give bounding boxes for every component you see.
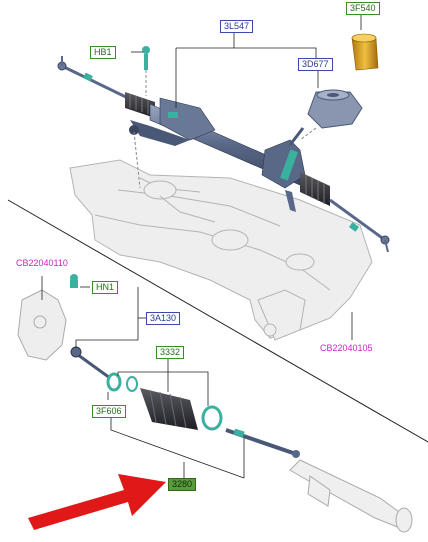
dash-axis-line bbox=[299, 127, 317, 141]
steering-gear-rack bbox=[57, 56, 390, 253]
knuckle-ghost bbox=[17, 289, 67, 361]
leader-lines-top bbox=[131, 14, 362, 108]
label-3332: 3332 bbox=[156, 346, 185, 359]
label-hn1: HN1 bbox=[92, 281, 119, 294]
label-3f540: 3F540 bbox=[346, 2, 380, 15]
red-pointer-arrow bbox=[28, 474, 166, 530]
column-boot-part bbox=[307, 89, 363, 129]
label-cb22040105: CB22040105 bbox=[320, 343, 373, 354]
label-3f606: 3F606 bbox=[92, 405, 126, 418]
subframe-ghost bbox=[69, 159, 373, 341]
label-cb22040110: CB22040110 bbox=[16, 258, 68, 269]
rack-ghost-lower bbox=[289, 459, 413, 533]
label-3l547: 3L547 bbox=[220, 20, 254, 33]
inner-tie-rod-part bbox=[225, 428, 300, 458]
label-hb1: HB1 bbox=[90, 46, 116, 59]
label-3d677: 3D677 bbox=[298, 58, 333, 71]
yellow-component-part bbox=[351, 33, 379, 71]
bolt-part-icon bbox=[142, 46, 150, 70]
label-3a130: 3A130 bbox=[146, 312, 181, 325]
rack-boot-part bbox=[140, 388, 198, 430]
tie-rod-end-part bbox=[70, 274, 111, 380]
label-3280: 3280 bbox=[168, 478, 197, 491]
leader-lines-lower bbox=[41, 276, 353, 479]
section-divider-line bbox=[7, 199, 428, 443]
dash-axis-line bbox=[133, 131, 141, 189]
boot-clamps-part bbox=[106, 372, 223, 431]
